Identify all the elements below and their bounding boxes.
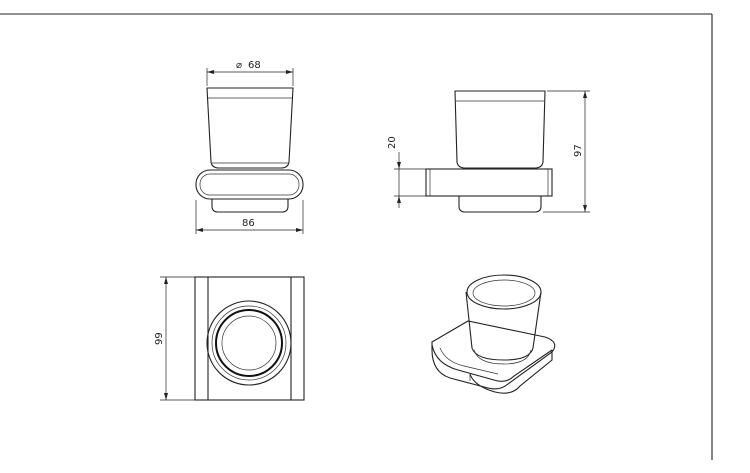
side-view: 20 97	[387, 90, 590, 213]
dimension-total-height: 97	[543, 90, 590, 213]
wall-plate	[194, 276, 305, 401]
dimension-projection-height: 20	[387, 136, 426, 208]
drawing-frame	[0, 13, 713, 460]
top-view: 99	[154, 276, 305, 401]
projection-height-value: 20	[387, 136, 398, 149]
iso-glass-cup	[465, 274, 542, 365]
base-width-value: 86	[242, 218, 255, 229]
side-cup-base	[458, 196, 542, 213]
cup-ring	[206, 300, 292, 386]
isometric-view	[431, 274, 556, 394]
cup-base	[211, 199, 289, 213]
cup-diameter-value: 68	[248, 60, 261, 71]
dimension-base-width: 86	[195, 200, 304, 234]
diameter-symbol-icon: ⌀	[236, 60, 242, 71]
side-arm	[425, 168, 553, 197]
total-height-value: 97	[573, 144, 584, 157]
iso-holder-body	[431, 320, 556, 394]
holder-ring	[195, 169, 304, 200]
plate-height-value: 99	[154, 332, 165, 345]
glass-cup	[206, 87, 294, 169]
side-glass-cup	[454, 90, 546, 169]
dimension-cup-diameter: ⌀ 68	[206, 60, 294, 86]
front-view: ⌀ 68 86	[195, 60, 304, 234]
dimension-plate-height: 99	[154, 276, 195, 401]
